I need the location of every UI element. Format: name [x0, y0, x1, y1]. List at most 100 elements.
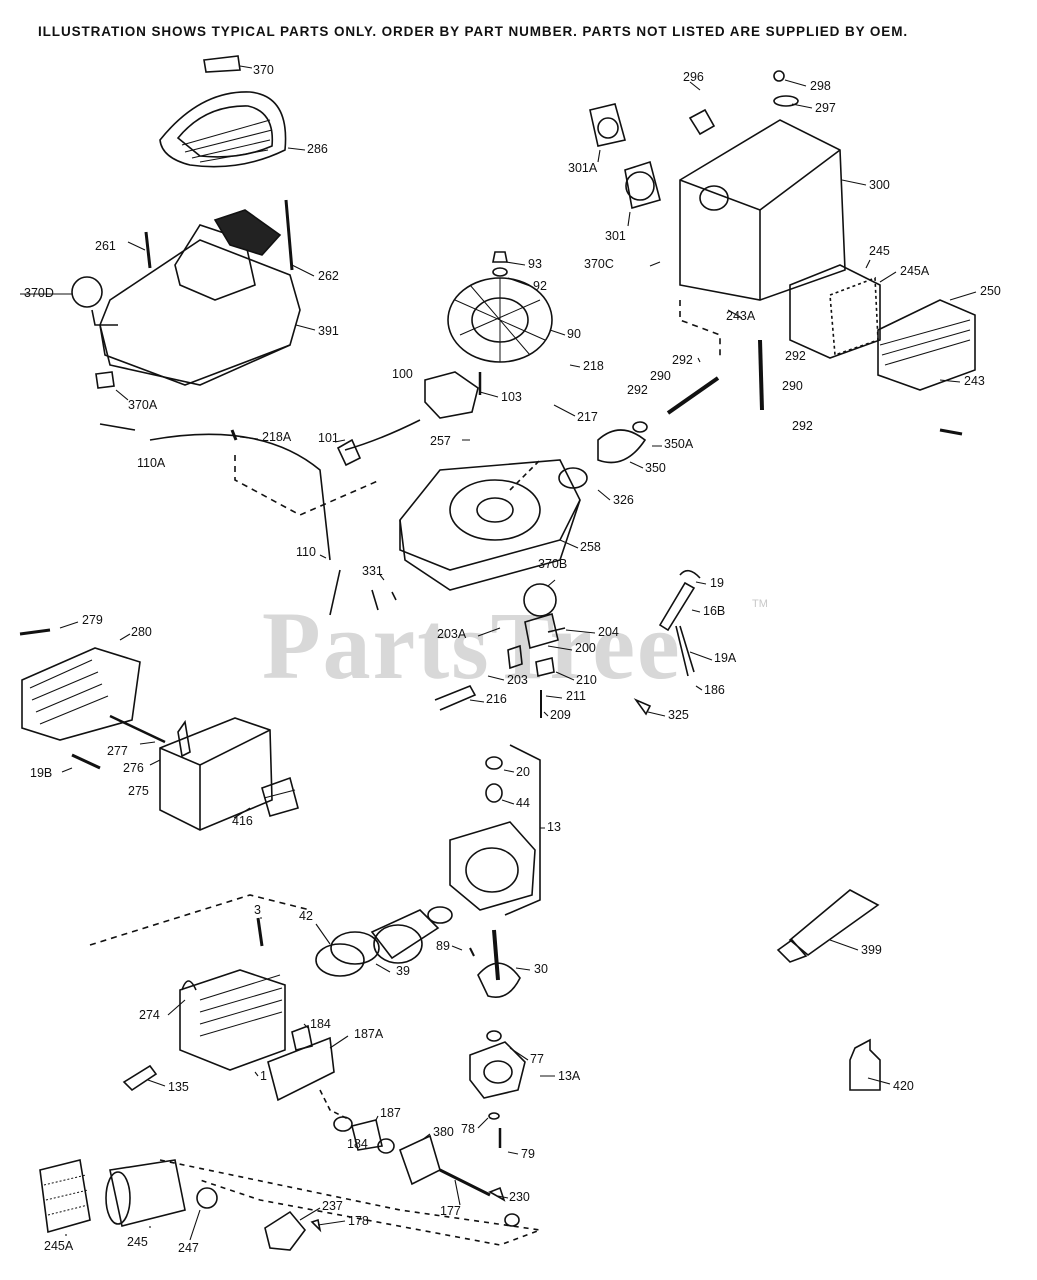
repeated-part-labels: 292 292 292 290 184 [347, 349, 813, 1151]
part-label-286: 286 [307, 142, 328, 156]
part-label-245-lower: 245 [127, 1235, 148, 1249]
part-label-298: 298 [810, 79, 831, 93]
part-label-218: 218 [583, 359, 604, 373]
part-label-184-upper: 184 [310, 1017, 331, 1031]
part-label-277: 277 [107, 744, 128, 758]
watermark-trademark: TM [752, 598, 768, 610]
part-label-292-c: 292 [627, 383, 648, 397]
part-label-3: 3 [254, 903, 261, 917]
part-label-30: 30 [534, 962, 548, 976]
part-number-labels: 370 286 296 298 297 301A 300 301 370C 24… [24, 63, 1001, 1255]
part-label-292-d: 292 [792, 419, 813, 433]
part-label-178: 178 [348, 1214, 369, 1228]
part-label-13A: 13A [558, 1069, 581, 1083]
part-label-350: 350 [645, 461, 666, 475]
part-label-1: 1 [260, 1069, 267, 1083]
part-label-290: 290 [650, 369, 671, 383]
part-label-297: 297 [815, 101, 836, 115]
carburetor-group-drawing [371, 589, 566, 718]
ignition-module-drawing [336, 371, 482, 467]
leader-lines [20, 65, 977, 1241]
part-label-416: 416 [232, 814, 253, 828]
part-label-290-b: 290 [782, 379, 803, 393]
part-label-187: 187 [380, 1106, 401, 1120]
part-label-261: 261 [95, 239, 116, 253]
part-label-110A: 110A [137, 456, 166, 470]
part-label-218A: 218A [262, 430, 292, 444]
part-label-230: 230 [509, 1190, 530, 1204]
part-label-399: 399 [861, 943, 882, 957]
part-label-370D: 370D [24, 286, 54, 300]
part-label-19: 19 [710, 576, 724, 590]
starter-housing-drawing [71, 199, 301, 389]
throttle-parts-drawing [633, 569, 701, 716]
grease-tube-and-oil-bottle-drawing [776, 889, 881, 1091]
part-label-77: 77 [530, 1052, 544, 1066]
part-label-243: 243 [964, 374, 985, 388]
part-label-245A-lower: 245A [44, 1239, 74, 1253]
intake-parts-drawing [39, 1089, 541, 1251]
part-label-300: 300 [869, 178, 890, 192]
part-label-93: 93 [528, 257, 542, 271]
part-label-203A: 203A [437, 627, 467, 641]
part-label-19B: 19B [30, 766, 52, 780]
part-label-92: 92 [533, 279, 547, 293]
part-label-210: 210 [576, 673, 597, 687]
part-label-292-b: 292 [785, 349, 806, 363]
part-label-370: 370 [253, 63, 274, 77]
part-label-187A: 187A [354, 1027, 384, 1041]
part-label-391: 391 [318, 324, 339, 338]
part-label-292: 292 [672, 353, 693, 367]
part-label-274: 274 [139, 1008, 160, 1022]
crankcase-drawing [99, 421, 648, 617]
part-label-211: 211 [566, 689, 586, 703]
part-label-275: 275 [128, 784, 149, 798]
part-label-100: 100 [392, 367, 413, 381]
part-label-370A: 370A [128, 398, 158, 412]
part-label-13: 13 [547, 820, 561, 834]
part-label-20: 20 [516, 765, 530, 779]
part-label-380: 380 [433, 1125, 454, 1139]
part-label-331: 331 [362, 564, 383, 578]
part-label-204: 204 [598, 625, 619, 639]
part-label-89: 89 [436, 939, 450, 953]
part-label-258: 258 [580, 540, 601, 554]
part-label-245A: 245A [900, 264, 930, 278]
flywheel-drawing [447, 251, 553, 363]
part-label-44: 44 [516, 796, 530, 810]
part-label-90: 90 [567, 327, 581, 341]
part-label-326: 326 [613, 493, 634, 507]
part-label-325: 325 [668, 708, 689, 722]
part-label-79: 79 [521, 1147, 535, 1161]
part-label-245: 245 [869, 244, 890, 258]
part-label-370B: 370B [538, 557, 567, 571]
part-label-39: 39 [396, 964, 410, 978]
part-label-200: 200 [575, 641, 596, 655]
part-label-217: 217 [577, 410, 598, 424]
fuel-tank-drawing [589, 70, 976, 436]
part-label-350A: 350A [664, 437, 694, 451]
part-label-110: 110 [296, 545, 316, 559]
air-filter-cover-drawing [159, 55, 287, 168]
part-label-247: 247 [178, 1241, 199, 1255]
part-label-186: 186 [704, 683, 725, 697]
part-label-216: 216 [486, 692, 507, 706]
part-label-296: 296 [683, 70, 704, 84]
part-label-420: 420 [893, 1079, 914, 1093]
part-label-209: 209 [550, 708, 571, 722]
part-label-101: 101 [318, 431, 339, 445]
part-label-103: 103 [501, 390, 522, 404]
part-label-42: 42 [299, 909, 313, 923]
part-label-279: 279 [82, 613, 103, 627]
part-label-250: 250 [980, 284, 1001, 298]
part-label-19A: 19A [714, 651, 737, 665]
cylinder-group-drawing [89, 744, 541, 1148]
part-label-276: 276 [123, 761, 144, 775]
part-label-78: 78 [461, 1122, 475, 1136]
part-label-370C: 370C [584, 257, 614, 271]
part-label-203: 203 [507, 673, 528, 687]
part-label-177: 177 [440, 1204, 461, 1218]
part-label-184-lower: 184 [347, 1137, 368, 1151]
part-label-16B: 16B [703, 604, 725, 618]
